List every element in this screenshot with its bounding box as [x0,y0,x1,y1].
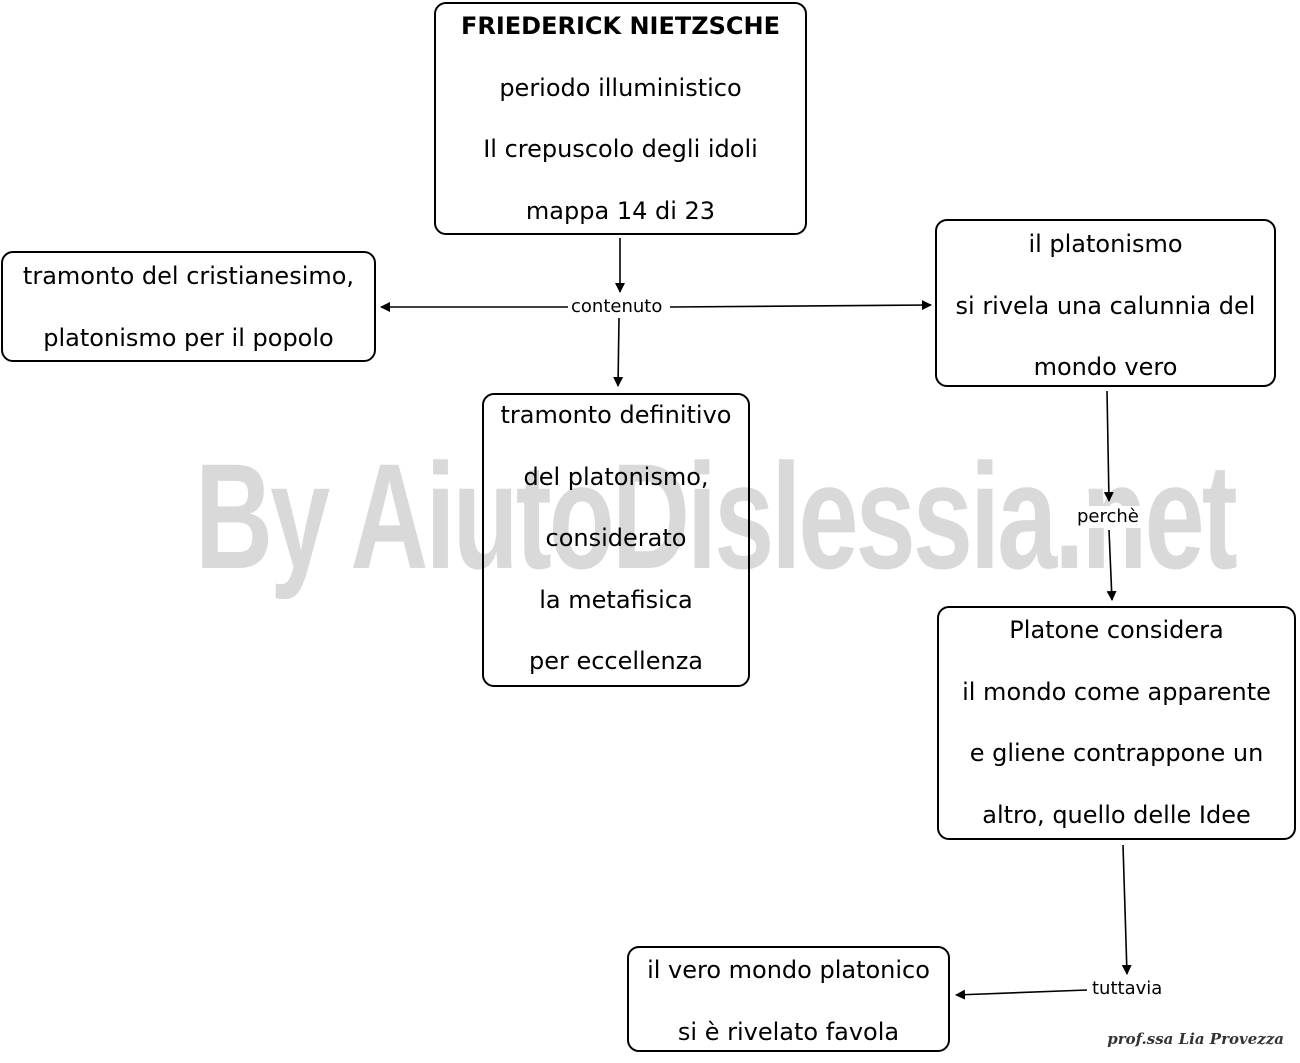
node-right: il platonismo si rivela una calunnia del… [935,219,1276,387]
node-center: tramonto definitivo del platonismo, cons… [482,393,750,687]
arrow-contenuto-to-center [618,318,619,386]
node-center-line: tramonto definitivo [484,385,748,447]
arrow-perche-to-platone [1109,530,1112,600]
node-bottom: il vero mondo platonico si è rivelato fa… [627,946,950,1052]
node-title: FRIEDERICK NIETZSCHE periodo illuministi… [434,2,807,235]
node-bottom-line: il vero mondo platonico [629,940,948,1002]
node-left-line: tramonto del cristianesimo, [3,246,374,308]
node-title-work: Il crepuscolo degli idoli [436,119,805,181]
node-right-line: si rivela una calunnia del [937,276,1274,338]
arrow-platone-to-tuttavia [1123,845,1127,974]
node-bottom-line: si è rivelato favola [629,1002,948,1063]
node-right-line: il platonismo [937,214,1274,276]
node-title-map-number: mappa 14 di 23 [436,181,805,243]
node-platone-line: il mondo come apparente [939,662,1294,724]
node-left: tramonto del cristianesimo, platonismo p… [1,251,376,362]
arrow-tuttavia-to-bottom [956,990,1087,995]
node-platone-line: Platone considera [939,600,1294,662]
node-title-name: FRIEDERICK NIETZSCHE [436,0,805,58]
edge-label-perche: perchè [1074,506,1142,528]
edge-label-contenuto: contenuto [568,296,665,318]
node-center-line: del platonismo, [484,447,748,509]
node-platone: Platone considera il mondo come apparent… [937,606,1296,840]
node-left-line: platonismo per il popolo [3,308,374,370]
node-title-period: periodo illuministico [436,58,805,120]
edge-label-tuttavia: tuttavia [1089,978,1165,1000]
node-center-line: considerato [484,508,748,570]
node-center-line: per eccellenza [484,631,748,693]
node-platone-line: e gliene contrappone un [939,723,1294,785]
node-right-line: mondo vero [937,337,1274,399]
node-platone-line: altro, quello delle Idee [939,785,1294,847]
node-center-line: la metafisica [484,570,748,632]
arrow-right-to-perche [1107,391,1109,501]
author-signature: prof.ssa Lia Provezza [1107,1030,1284,1048]
arrow-contenuto-to-right [670,305,931,307]
